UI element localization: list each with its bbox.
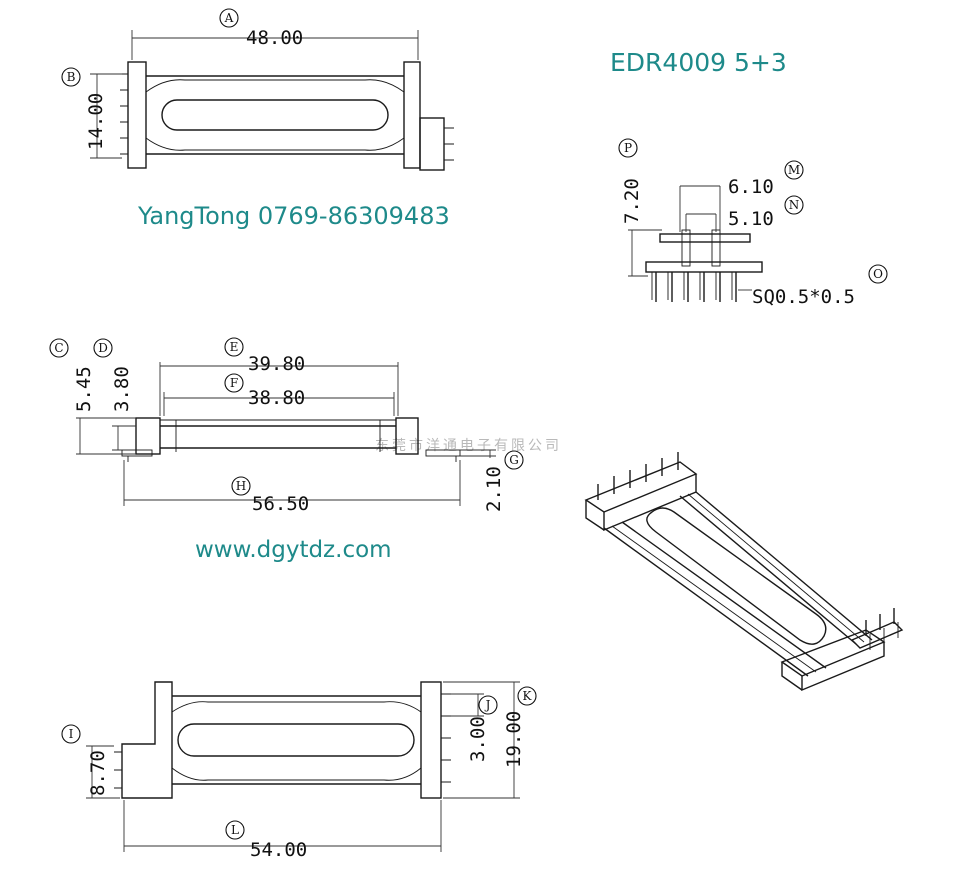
dim-c-value: 5.45 [73,366,95,412]
dim-f-value: 38.80 [248,387,305,409]
website-text: www.dgytdz.com [195,537,392,563]
callout-k: K [517,686,537,706]
dim-j-value: 3.00 [467,716,489,762]
dim-d-value: 3.80 [111,366,133,412]
svg-text:N: N [789,198,800,212]
svg-text:H: H [236,479,246,493]
callout-e: E [224,337,244,357]
phone-text: YangTong 0769-86309483 [137,202,450,230]
callout-i: I [61,724,81,744]
svg-text:G: G [509,453,519,467]
callout-d: D [93,338,113,358]
dim-m-value: 6.10 [728,176,774,198]
dim-a-value: 48.00 [246,27,303,49]
svg-text:F: F [230,376,238,390]
svg-text:I: I [69,727,74,741]
callout-c: C [49,338,69,358]
svg-text:C: C [54,341,63,355]
dim-b-value: 14.00 [85,93,107,150]
callout-l: L [225,820,245,840]
callout-f: F [224,373,244,393]
callout-n: N [784,195,804,215]
svg-text:M: M [788,163,800,177]
dim-e-value: 39.80 [248,353,305,375]
svg-text:E: E [230,340,239,354]
callout-p: P [618,138,638,158]
dim-i-value: 8.70 [87,750,109,796]
svg-text:D: D [98,341,108,355]
top-view: 48.00 14.00 [85,27,454,171]
callout-j: J [478,695,498,715]
callout-a: A [219,8,239,28]
svg-text:L: L [231,823,239,837]
callout-h: H [231,476,251,496]
callout-o: O [868,264,888,284]
callout-g: G [504,450,524,470]
svg-text:J: J [484,698,491,712]
dim-p-value: 7.20 [621,178,643,224]
dim-o-value: SQ0.5*0.5 [752,286,855,308]
bottom-view: 54.00 8.70 3.00 19.00 [86,681,525,861]
svg-text:B: B [67,70,76,84]
model-title: EDR4009 5+3 [610,48,787,77]
dim-k-value: 19.00 [503,711,525,768]
company-watermark: 东莞市洋通电子有限公司 [375,437,562,454]
side-view: 39.80 38.80 56.50 5.45 3.80 2.10 [73,353,505,515]
callout-b: B [61,67,81,87]
dim-n-value: 5.10 [728,208,774,230]
svg-text:A: A [224,11,234,25]
dim-g-value: 2.10 [483,466,505,512]
dim-h-value: 56.50 [252,493,309,515]
svg-text:P: P [624,141,632,155]
svg-text:O: O [873,267,883,281]
isometric-view [584,452,904,692]
callout-m: M [784,160,804,180]
dim-l-value: 54.00 [250,839,307,861]
svg-text:K: K [523,689,533,703]
pin-detail-view: 6.10 5.10 7.20 SQ0.5*0.5 [621,176,855,308]
